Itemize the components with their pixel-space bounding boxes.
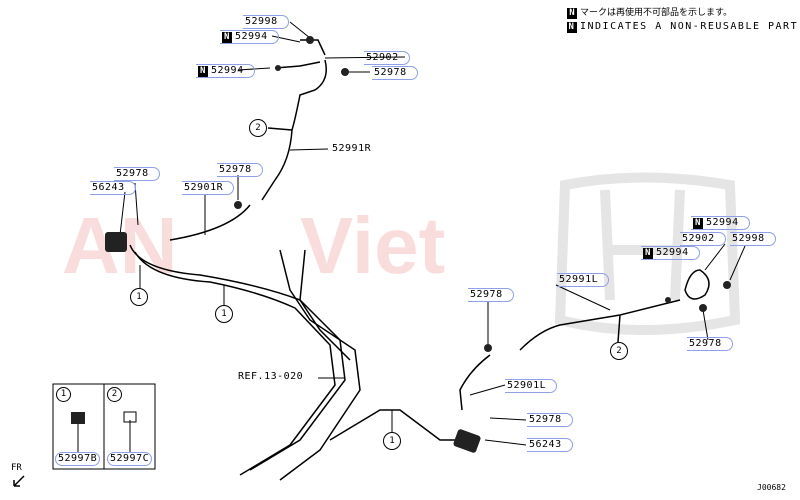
ref-label[interactable]: REF.13-020 [238,371,304,382]
clip-52997b-icon [71,412,85,424]
part-label[interactable]: 52901L [505,379,558,393]
part-label-52997c[interactable]: 52997C [107,452,153,466]
inset-callout-1: 1 [56,387,71,402]
diagram-id: J00682 [757,483,786,492]
part-label[interactable]: 52978 [687,337,733,351]
part-label[interactable]: 56243 [90,181,136,195]
watermark-viet: Viet [300,201,446,290]
callout-1: 1 [130,288,148,306]
front-arrow-icon [13,475,25,487]
part-label[interactable]: 52998 [730,232,776,246]
callout-2: 2 [610,342,628,360]
front-label: FR [11,463,22,473]
callout-2: 2 [249,119,267,137]
part-label[interactable]: 52978 [114,167,160,181]
part-label[interactable]: 52978 [527,413,573,427]
part-label[interactable]: 52978 [468,288,514,302]
part-label[interactable]: 56243 [527,438,573,452]
part-label[interactable]: 52991L [557,273,610,287]
part-label-52997b[interactable]: 52997B [55,452,101,466]
callout-1: 1 [383,432,401,450]
part-label[interactable]: 52991R [332,143,372,154]
inset-callout-2: 2 [107,387,122,402]
part-label[interactable]: 52901R [182,181,235,195]
part-label[interactable]: 52902 [364,51,410,65]
part-label[interactable]: 52902 [680,232,726,246]
part-label[interactable]: 52978 [372,66,418,80]
part-label[interactable]: 52978 [217,163,263,177]
callout-1: 1 [215,305,233,323]
part-label[interactable]: 52998 [243,15,289,29]
clip-52997c-icon [123,411,137,423]
